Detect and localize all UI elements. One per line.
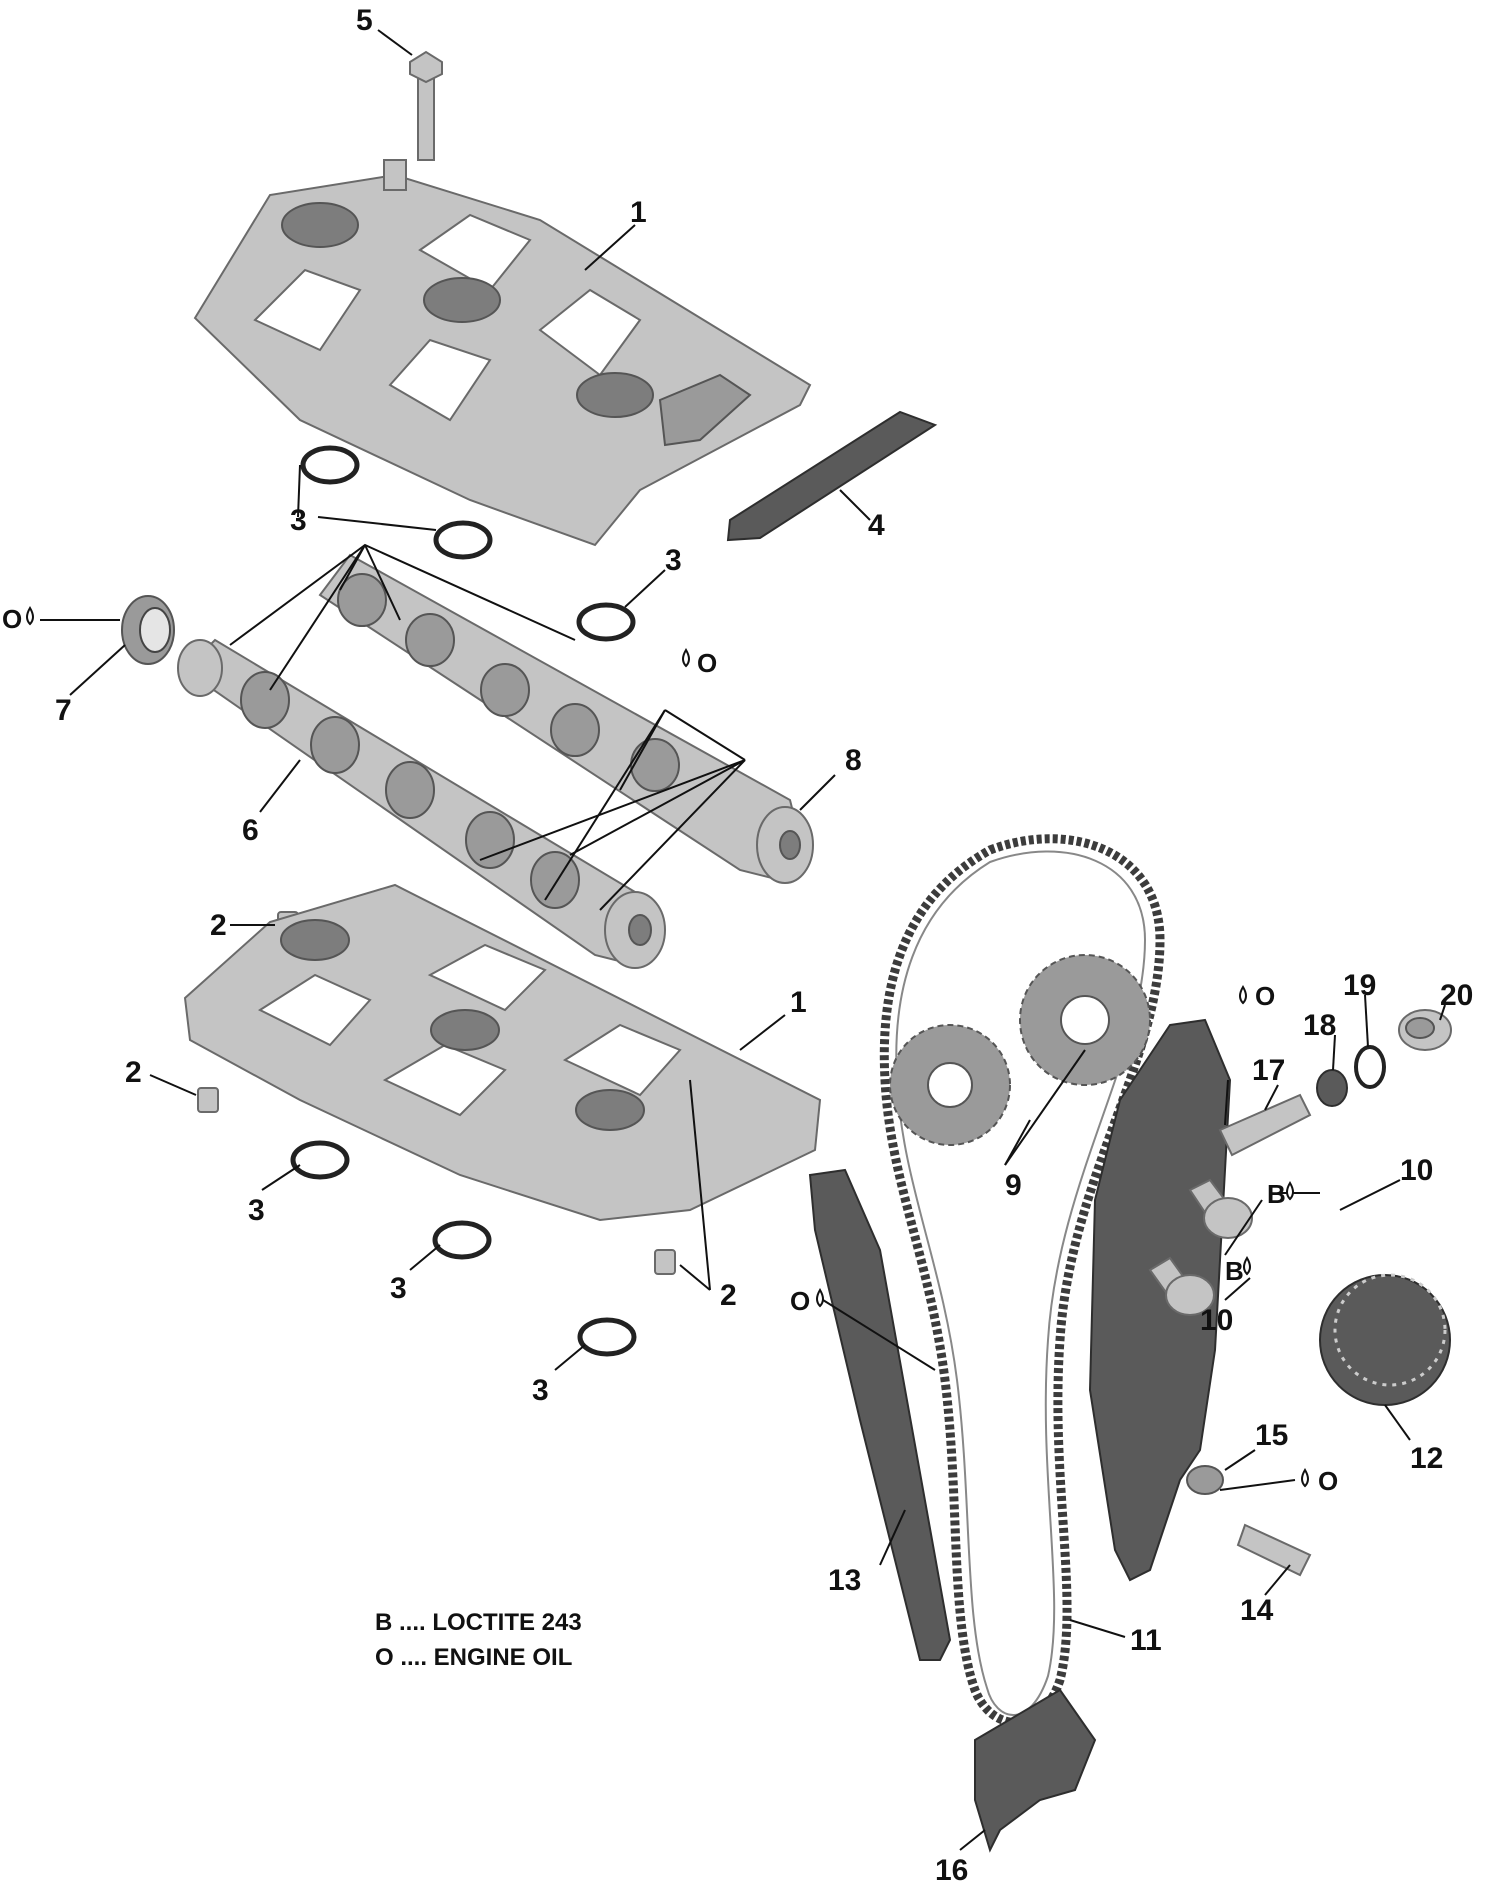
symbol-labels: O O O O O B B — [2, 604, 1338, 1496]
callout-16: 16 — [935, 1854, 968, 1887]
drop-icon — [1301, 1468, 1309, 1488]
callout-labels: 5 1 4 3 3 7 6 8 2 1 2 3 3 3 2 9 19 20 18… — [55, 4, 1473, 1887]
legend-engine-oil: O .... ENGINE OIL — [375, 1644, 572, 1671]
drop-icons — [26, 606, 1309, 1488]
loctite-symbol: B — [1267, 1179, 1286, 1209]
guide-rail-4 — [726, 410, 938, 542]
callout-1-top: 1 — [630, 196, 647, 229]
callout-2-b: 2 — [125, 1056, 142, 1089]
callout-3-b: 3 — [665, 544, 682, 577]
callout-2-c: 2 — [720, 1279, 737, 1312]
callout-18: 18 — [1303, 1009, 1336, 1042]
callout-3-a: 3 — [290, 504, 307, 537]
sprocket-9-b — [1019, 954, 1151, 1086]
ring-3-upper-a — [300, 445, 360, 485]
loctite-symbol: B — [1225, 1256, 1244, 1286]
callout-3-e: 3 — [532, 1374, 549, 1407]
oil-symbol: O — [1318, 1466, 1338, 1496]
ring-3-lower-b — [432, 1220, 492, 1260]
oil-symbol: O — [697, 648, 717, 678]
bolt-5 — [409, 50, 443, 161]
plug-20 — [1398, 1009, 1452, 1051]
washer-19 — [1354, 1045, 1386, 1089]
tensioner-guide-15 — [1088, 1018, 1232, 1582]
bolt-10-a — [1188, 1178, 1253, 1239]
ring-3-upper-c — [576, 602, 636, 642]
drop-icon — [26, 606, 34, 626]
callout-6: 6 — [242, 814, 259, 847]
callout-5: 5 — [356, 4, 373, 37]
ring-3-lower-c — [577, 1317, 637, 1357]
callout-12: 12 — [1410, 1442, 1443, 1475]
lower-guide-16 — [974, 1688, 1097, 1853]
seal-7 — [121, 595, 175, 665]
oil-symbol: O — [2, 604, 22, 634]
chain-guide-13 — [808, 1168, 952, 1661]
callout-8: 8 — [845, 744, 862, 777]
drop-icon — [1286, 1181, 1294, 1201]
callout-11: 11 — [1130, 1624, 1162, 1657]
camshaft-housing-upper — [193, 159, 812, 547]
drop-icon — [816, 1288, 824, 1308]
callout-1-bottom: 1 — [790, 986, 807, 1019]
bolt-10-b — [1148, 1256, 1215, 1316]
callout-19: 19 — [1343, 969, 1376, 1002]
leader-lines — [40, 29, 1446, 1851]
callout-3-d: 3 — [390, 1272, 407, 1305]
dowel-2-c — [654, 1249, 676, 1275]
lobe-bracket-lines — [229, 543, 746, 911]
tensioner-17 — [1218, 1093, 1312, 1157]
dowel-2-b — [197, 1087, 219, 1113]
sprocket-9-a — [889, 1024, 1011, 1146]
camshaft-housing-lower — [183, 883, 822, 1222]
callout-20: 20 — [1440, 979, 1473, 1012]
callout-2-a: 2 — [210, 909, 227, 942]
callout-15: 15 — [1255, 1419, 1288, 1452]
ring-3-lower-a — [290, 1140, 350, 1180]
drop-icon — [682, 648, 690, 668]
callout-10-b: 10 — [1200, 1304, 1233, 1337]
drop-icon — [1243, 1256, 1251, 1276]
callout-14: 14 — [1240, 1594, 1274, 1627]
callout-17: 17 — [1252, 1054, 1285, 1087]
ring-3-upper-b — [433, 520, 493, 560]
callout-7: 7 — [55, 694, 72, 727]
callout-10-a: 10 — [1400, 1154, 1433, 1187]
callout-9: 9 — [1005, 1169, 1022, 1202]
pin-14 — [1236, 1523, 1312, 1577]
callout-4: 4 — [868, 509, 885, 542]
oil-symbol: O — [790, 1286, 810, 1316]
callout-13: 13 — [828, 1564, 861, 1597]
callout-3-c: 3 — [248, 1194, 265, 1227]
oil-symbol: O — [1255, 981, 1275, 1011]
spring-18 — [1316, 1069, 1348, 1107]
legend: B .... LOCTITE 243 O .... ENGINE OIL — [375, 1609, 582, 1671]
target-wheel-12 — [1319, 1273, 1451, 1406]
camshaft-8 — [318, 553, 814, 884]
drop-icon — [1239, 985, 1247, 1005]
legend-loctite: B .... LOCTITE 243 — [375, 1609, 582, 1636]
